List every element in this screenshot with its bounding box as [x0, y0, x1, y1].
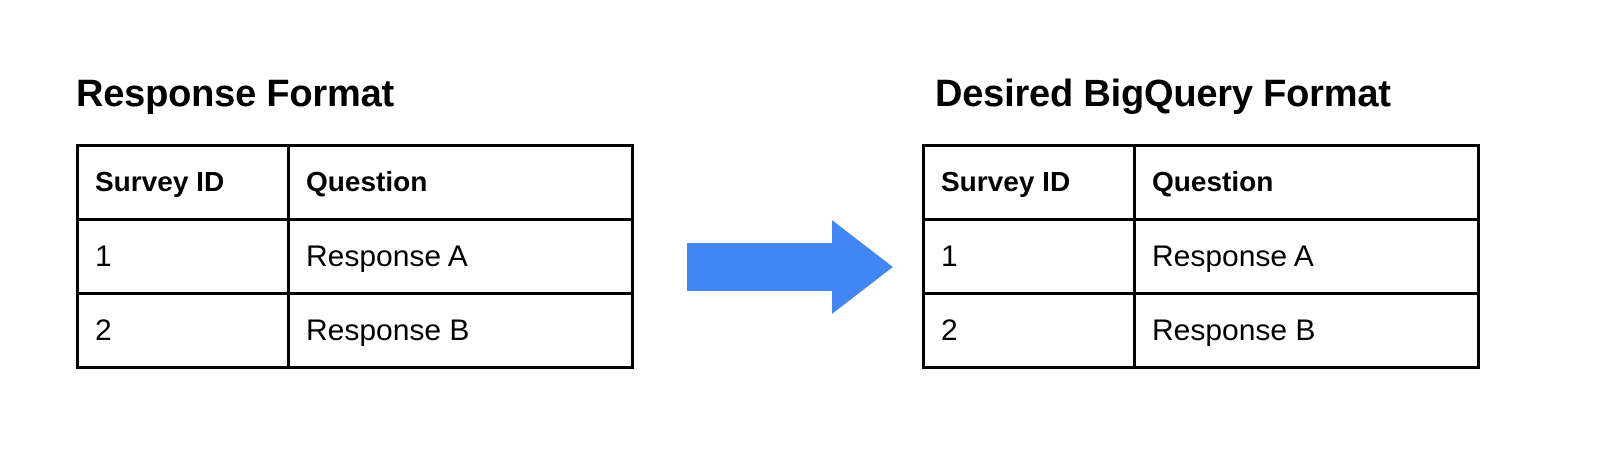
- table-row: 1 Response A: [76, 218, 634, 295]
- cell-survey-id: 2: [922, 292, 1136, 369]
- table-row: 2 Response B: [922, 292, 1480, 369]
- cell-question: Response A: [1133, 218, 1480, 295]
- right-block-arrow-icon: [687, 220, 893, 314]
- column-header-survey-id: Survey ID: [76, 144, 290, 221]
- cell-question: Response B: [1133, 292, 1480, 369]
- table-row: 2 Response B: [76, 292, 634, 369]
- page-title-response-format: Response Format: [76, 73, 394, 115]
- cell-question: Response A: [287, 218, 634, 295]
- table-row: 1 Response A: [922, 218, 1480, 295]
- cell-question: Response B: [287, 292, 634, 369]
- cell-survey-id: 2: [76, 292, 290, 369]
- column-header-question: Question: [1133, 144, 1480, 221]
- table-header-row: Survey ID Question: [76, 144, 634, 221]
- cell-survey-id: 1: [922, 218, 1136, 295]
- desired-bigquery-format-table: Survey ID Question 1 Response A 2 Respon…: [922, 144, 1480, 369]
- response-format-table: Survey ID Question 1 Response A 2 Respon…: [76, 144, 634, 369]
- column-header-survey-id: Survey ID: [922, 144, 1136, 221]
- column-header-question: Question: [287, 144, 634, 221]
- page-title-desired-bigquery-format: Desired BigQuery Format: [935, 73, 1391, 115]
- table-header-row: Survey ID Question: [922, 144, 1480, 221]
- cell-survey-id: 1: [76, 218, 290, 295]
